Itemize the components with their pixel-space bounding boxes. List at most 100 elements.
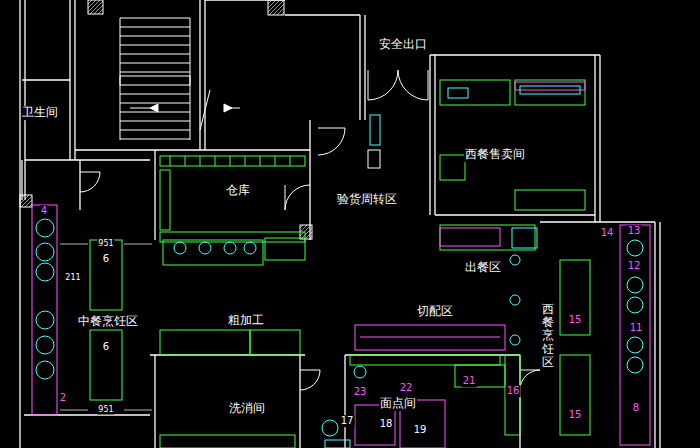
green-equipment-part — [163, 240, 263, 265]
callout-number: 22 — [399, 382, 414, 394]
green-equipment-part — [170, 156, 290, 166]
stairs-part — [130, 108, 150, 109]
stairs-part — [200, 90, 210, 130]
dimension-lines-part — [124, 244, 152, 245]
walls-part — [659, 222, 660, 448]
cooking-equipment-part — [370, 115, 380, 145]
green-equipment-part — [250, 330, 300, 355]
callout-number: 2 — [59, 392, 67, 404]
green-equipment-part — [440, 225, 535, 250]
room-label: 验货周转区 — [336, 193, 398, 207]
room-label: 仓库 — [225, 184, 251, 198]
doors-part — [318, 128, 345, 155]
columns-part — [88, 0, 103, 14]
walls-part — [154, 355, 155, 448]
green-equipment-part — [560, 355, 590, 435]
callout-number: 4 — [40, 205, 48, 217]
callout-number: 17 — [340, 415, 355, 427]
green-equipment-part — [160, 156, 305, 166]
green-equipment — [90, 80, 590, 448]
walls-part — [344, 355, 345, 448]
room-label: 出餐区 — [464, 261, 502, 275]
walls-part — [364, 15, 365, 120]
green-equipment-part — [560, 260, 590, 335]
callout-number: 6 — [102, 341, 110, 353]
cooking-equipment-part — [627, 277, 643, 293]
callout-number: 14 — [600, 227, 615, 239]
callout-number: 8 — [632, 402, 640, 414]
cooking-equipment-part — [510, 295, 520, 305]
walls-part — [22, 79, 70, 80]
green-equipment-part — [515, 190, 585, 210]
cooking-equipment-part — [627, 337, 643, 353]
dimension-lines — [60, 244, 152, 410]
magenta-equipment-part — [360, 337, 500, 338]
room-label: 面点间 — [379, 397, 417, 411]
walls-part — [429, 55, 430, 215]
doors — [80, 70, 540, 390]
callout-number: 16 — [506, 385, 521, 397]
green-equipment-part — [505, 355, 520, 435]
stairs-part — [120, 18, 190, 72]
callout-number: 12 — [627, 260, 642, 272]
walls-part — [19, 0, 20, 448]
cooking-equipment-part — [627, 297, 643, 313]
walls-part — [430, 54, 600, 55]
green-equipment-part — [90, 330, 122, 400]
doors-part — [285, 185, 310, 210]
dimension-lines-part — [60, 410, 88, 411]
green-equipment-part — [515, 80, 585, 105]
callout-number: 23 — [353, 386, 368, 398]
room-label: 粗加工 — [227, 314, 265, 328]
cooking-equipment-part — [36, 361, 54, 379]
walls-part — [309, 120, 310, 240]
dimension: 951 — [97, 405, 114, 414]
walls-part — [21, 160, 22, 200]
callout-number: 13 — [627, 225, 642, 237]
callout-number: 15 — [568, 409, 583, 421]
cooking-equipment-part — [627, 357, 643, 373]
green-equipment-part — [160, 330, 250, 355]
walls-part — [154, 150, 155, 240]
green-equipment-part — [160, 170, 170, 230]
stairs-part — [150, 104, 232, 112]
walls-part — [594, 55, 595, 222]
cooking-equipment-part — [325, 440, 350, 448]
walls-part — [74, 0, 75, 160]
magenta-equipment-part — [440, 228, 500, 246]
walls-part — [204, 0, 205, 150]
room-label: 西餐烹饪区 — [541, 303, 555, 369]
doors-part — [368, 150, 380, 168]
dimension-lines-part — [60, 244, 88, 245]
cooking-equipment-part — [448, 88, 468, 98]
stairs-part — [224, 108, 240, 109]
walls-part — [75, 149, 310, 150]
dimension-lines-part — [124, 410, 152, 411]
cooking-equipment-part — [224, 242, 236, 254]
walls — [20, 0, 660, 448]
room-label: 洗消间 — [228, 402, 266, 416]
cooking-equipment-part — [520, 86, 580, 94]
cooking-equipment — [36, 86, 643, 448]
room-label: 切配区 — [416, 305, 454, 319]
room-label: 中餐烹饪区 — [77, 315, 139, 329]
room-label: 卫生间 — [21, 106, 59, 120]
doors-part — [520, 370, 540, 390]
cooking-equipment-part — [36, 219, 54, 237]
room-label: 西餐售卖间 — [464, 148, 526, 162]
cooking-equipment-part — [174, 242, 186, 254]
cooking-equipment-part — [627, 240, 643, 256]
cooking-equipment-part — [354, 366, 366, 378]
callout-number: 11 — [629, 322, 644, 334]
dimension: 211 — [64, 273, 81, 282]
green-equipment-part — [440, 155, 465, 180]
stairs-part — [120, 18, 121, 140]
magenta-equipment-part — [32, 205, 57, 415]
doors-part — [80, 172, 100, 192]
stairs-part — [120, 76, 190, 85]
callout-number: 18 — [379, 418, 394, 430]
green-equipment-part — [440, 80, 510, 105]
room-label: 安全出口 — [378, 38, 428, 52]
callout-number: 21 — [462, 375, 477, 387]
